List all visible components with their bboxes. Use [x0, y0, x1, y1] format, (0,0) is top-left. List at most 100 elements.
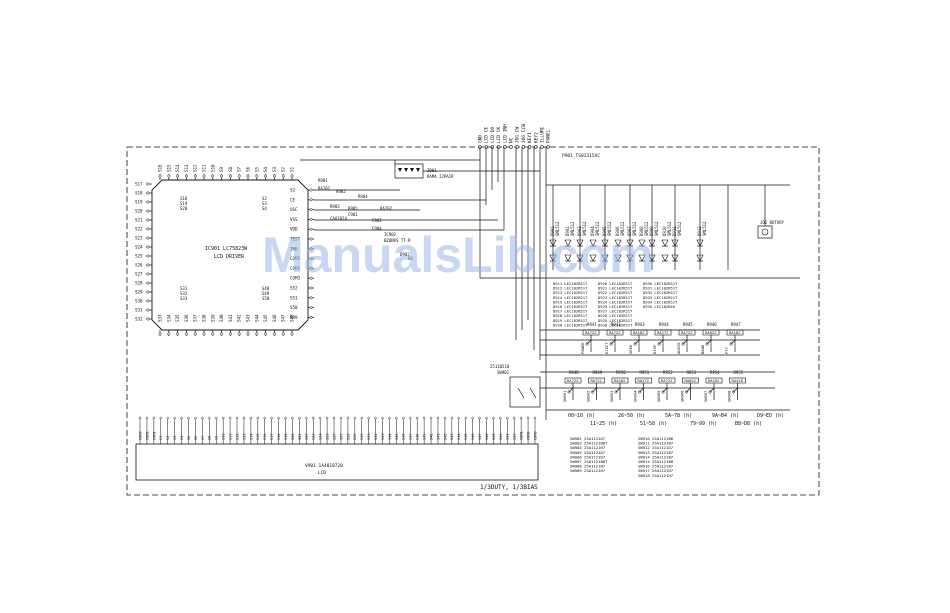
ic-pin	[146, 299, 150, 303]
ic-pin	[255, 332, 259, 336]
key-resistor-value: RA722	[609, 330, 620, 335]
lcd-pin-label: S23	[312, 434, 316, 441]
ic-pin	[220, 174, 224, 178]
lcd-pin	[499, 416, 502, 420]
lcd-pin-label: S27	[339, 434, 343, 441]
switch-contact	[614, 390, 618, 394]
resistor-array-diodes	[398, 168, 420, 172]
key-resistor-ref: R945	[683, 322, 693, 327]
led-ref: D912	[697, 226, 702, 236]
lcd-pin	[187, 416, 190, 420]
lcd-name: LCD	[318, 470, 326, 476]
switch-table-cell: SW902 25A1121D7	[570, 436, 606, 441]
array-diode	[410, 168, 414, 172]
lcd-pin	[388, 416, 391, 420]
key-resistor-value: RA722	[567, 378, 578, 383]
lcd-pin-label: S48	[485, 434, 489, 441]
led-symbol	[671, 239, 679, 247]
ic-inner-label: S18	[180, 196, 188, 201]
part-label: R902	[336, 189, 346, 194]
ic-pin-label: S24	[135, 245, 143, 250]
ic-pin	[211, 332, 215, 336]
connector-pin-label: KEY2	[533, 132, 539, 143]
led-table-cell: D931 LEC182R51T	[643, 286, 678, 291]
ic-pin	[309, 257, 313, 261]
key-switch-label: SW906	[680, 390, 685, 402]
jog-switch: 25110518 SW901	[490, 364, 541, 408]
key-resistor-value: RA182	[708, 378, 719, 383]
ic-pin-label: S3	[272, 166, 277, 172]
resistor-array-body	[394, 163, 424, 179]
ic-pin	[193, 174, 197, 178]
connector-pin-label: PANEL	[546, 129, 552, 143]
part-label: D902	[400, 252, 410, 257]
switch-table-cell: SW904 25A1121H7	[570, 445, 606, 450]
lcd-pin-label: S32	[374, 434, 378, 441]
led-table-cell: D935 LEC182R46	[643, 304, 676, 309]
lcd-pin	[339, 416, 343, 420]
lcd-pin-label: S2	[166, 436, 170, 440]
ic-pin-label: VSS	[290, 217, 298, 222]
lcd-pin-label: S5	[187, 436, 191, 440]
led-table-cell: D936 LEC182R51T	[643, 281, 678, 286]
ic-pin	[309, 266, 313, 270]
lcd-pin-label: COM3	[533, 431, 537, 440]
key-resistor-ref: R949	[593, 370, 603, 375]
ic-pin-label: COM1	[290, 266, 301, 271]
key-resistor-ref: R948	[569, 370, 579, 375]
led-part: SML512	[595, 221, 600, 236]
lcd-pin-label: S26	[332, 434, 336, 441]
ic-pin	[202, 174, 206, 178]
jog-switch-part: 25110518	[490, 364, 510, 369]
lcd-pin-label: S17	[270, 434, 274, 441]
connector-pin	[546, 145, 550, 149]
led-symbol	[589, 254, 597, 262]
key-switch-label: SW904	[633, 390, 638, 402]
ic-pin	[309, 286, 313, 290]
switch-contact	[567, 390, 571, 394]
code-ranges: 00~10 (h)11~25 (h)26~50 (h)51~58 (h)5A~7…	[568, 413, 784, 427]
connector-pin	[540, 145, 544, 149]
ic-pin-label: S7	[237, 166, 242, 172]
part-label: RA702	[318, 186, 331, 191]
ic-pin-label: S29	[135, 290, 143, 295]
key-switch-label: SW903	[609, 391, 614, 402]
ic-pin-label: S47	[281, 314, 286, 322]
key-switch-label: DISP	[652, 344, 657, 354]
led-table-cell: D930 LEC182R51T	[598, 322, 633, 327]
lcd-pin-label: COM2	[145, 431, 149, 440]
ic-pin-label: CE	[290, 197, 296, 202]
switch-blade	[686, 387, 691, 393]
switch-contact	[729, 342, 733, 346]
switch-contact	[681, 342, 685, 346]
led-table-cell: D914 LEC182R51T	[553, 295, 588, 300]
lcd-pin-label: S34	[388, 434, 392, 441]
ic-pin-label: INH	[290, 246, 298, 251]
ic-inner-label: S31	[180, 286, 188, 291]
led-table-cell: D929 LEC182R51T	[598, 318, 633, 323]
key-resistor-ref: R953	[687, 370, 697, 375]
lcd-pin	[478, 416, 481, 420]
ic-pin	[228, 332, 232, 336]
key-resistor-ref: R954	[710, 370, 720, 375]
key-resistor-value: RA722	[591, 378, 602, 383]
lcd-pin-label: COM1	[152, 431, 156, 440]
part-label: R903	[330, 204, 340, 209]
led-table-cell: D927 LEC182R51T	[598, 309, 633, 314]
key-resistor-value: RA182	[729, 330, 740, 335]
lcd-pin-label: S6	[194, 436, 198, 440]
switch-contact	[638, 390, 641, 394]
led-table-cell: D917 LEC182R51T	[553, 309, 588, 314]
led-table-cell: D932 LEC182R51T	[643, 290, 678, 295]
lcd-pin	[201, 416, 204, 420]
led-ref: D901	[550, 226, 555, 236]
ic-pin	[146, 218, 150, 222]
switch-contact	[705, 342, 709, 346]
ic-pin	[264, 174, 268, 178]
ic-pin	[309, 208, 313, 212]
lcd-pin	[436, 416, 440, 420]
ic-pin	[246, 332, 250, 336]
ic-pin-label: OSC	[290, 207, 298, 212]
